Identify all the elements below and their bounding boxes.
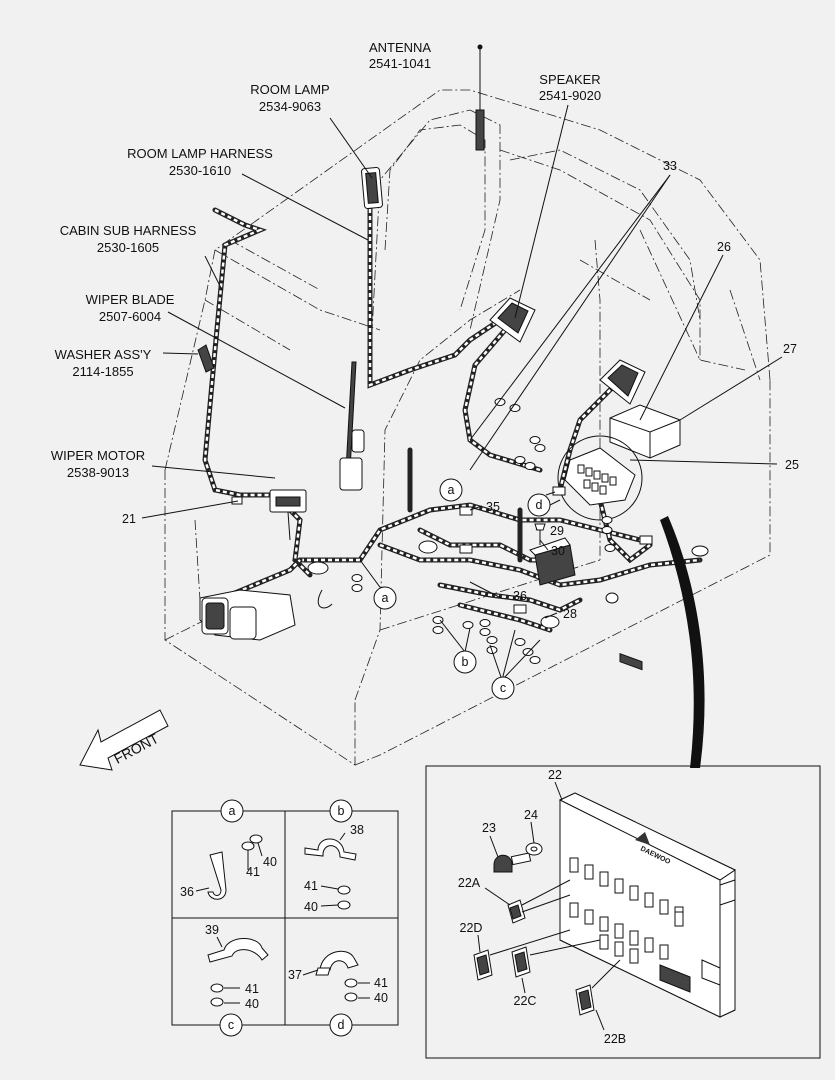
- leader-lines: [141, 72, 783, 681]
- detail-d-part-41: 41: [374, 976, 388, 990]
- room-lamp-harness-code: 2530-1610: [169, 163, 231, 178]
- callout-speaker: SPEAKER 2541-9020: [539, 72, 601, 103]
- part-number-28: 28: [563, 607, 577, 621]
- part-number-36: 36: [513, 589, 527, 603]
- front-arrow: FRONT: [79, 709, 169, 771]
- part-number-29: 29: [550, 524, 564, 538]
- screw-29: [534, 523, 546, 545]
- fuse-box-label-22D: 22D: [460, 921, 483, 935]
- wiper-blade-code: 2507-6004: [99, 309, 161, 324]
- fuse-slots: [569, 857, 691, 993]
- part-number-26: 26: [717, 240, 731, 254]
- fuse-box-label-24: 24: [524, 808, 538, 822]
- room-lamp-harness-name: ROOM LAMP HARNESS: [127, 146, 273, 161]
- detail-c-part-41: 41: [245, 982, 259, 996]
- detail-a-part-40: 40: [263, 855, 277, 869]
- fuse-22A: [507, 899, 526, 924]
- fuse-box-label-22C: 22C: [514, 994, 537, 1008]
- callout-room-lamp: ROOM LAMP 2534-9063: [250, 82, 329, 114]
- fuse-box-label-22A: 22A: [458, 876, 481, 890]
- detail-d-part-37: 37: [288, 968, 302, 982]
- callout-room-lamp-harness: ROOM LAMP HARNESS 2530-1610: [127, 146, 273, 178]
- detail-pointer-arrow: [660, 516, 705, 768]
- fuse-relay-block-cabin: [557, 435, 643, 521]
- detail-b-letter: b: [338, 804, 345, 818]
- fuse-box-label-22: 22: [548, 768, 562, 782]
- callout-wiper-blade: WIPER BLADE 2507-6004: [86, 292, 175, 324]
- marker-b: b: [462, 655, 469, 669]
- detail-b-part-40: 40: [304, 900, 318, 914]
- part-number-27: 27: [783, 342, 797, 356]
- callout-cabin-sub-harness: CABIN SUB HARNESS 2530-1605: [60, 223, 197, 255]
- detail-c-part-40: 40: [245, 997, 259, 1011]
- antenna-name: ANTENNA: [369, 40, 431, 55]
- floor-connectors: [231, 486, 653, 614]
- fuse-box-label-23: 23: [482, 821, 496, 835]
- speaker-name: SPEAKER: [539, 72, 600, 87]
- fuse-22B: [575, 984, 595, 1016]
- detail-d-part-40: 40: [374, 991, 388, 1005]
- relay-block-floor: [529, 537, 576, 586]
- part-number-25: 25: [785, 458, 799, 472]
- marker-a-upper: a: [448, 483, 455, 497]
- detail-a-part-36: 36: [180, 885, 194, 899]
- antenna-code: 2541-1041: [369, 56, 431, 71]
- wiper-motor-code: 2538-9013: [67, 465, 129, 480]
- washer-assy: [197, 344, 215, 373]
- detail-a: a 36 41 40: [180, 799, 277, 900]
- fuse-box-label-22B: 22B: [604, 1032, 626, 1046]
- detail-d-letter: d: [338, 1018, 345, 1032]
- washer-assy-code: 2114-1855: [72, 364, 133, 379]
- detail-c-part-39: 39: [205, 923, 219, 937]
- washer-24: [525, 842, 543, 856]
- speaker-code: 2541-9020: [539, 88, 601, 103]
- washer-assy-name: WASHER ASS'Y: [55, 347, 152, 362]
- wiper-motor: [269, 489, 307, 541]
- letter-markers: a d a b c: [373, 478, 551, 700]
- detail-a-part-41: 41: [246, 865, 260, 879]
- wiper-blade-name: WIPER BLADE: [86, 292, 175, 307]
- speaker-right: [599, 359, 646, 405]
- cabin-sub-harness-code: 2530-1605: [97, 240, 159, 255]
- marker-d: d: [536, 498, 543, 512]
- radio-unit: [609, 404, 681, 671]
- callout-washer-assy: WASHER ASS'Y 2114-1855: [55, 347, 152, 379]
- detail-c: c 39 41 40: [205, 923, 269, 1037]
- room-lamp: [361, 167, 383, 209]
- cabin-sub-harness-name: CABIN SUB HARNESS: [60, 223, 197, 238]
- screw-23: [493, 852, 532, 873]
- detail-a-letter: a: [229, 804, 236, 818]
- marker-c: c: [500, 681, 506, 695]
- fuse-22D: [473, 949, 493, 981]
- part-numbers: 33 26 27 25 21 35 29 30 36 28: [122, 159, 799, 621]
- callout-wiper-motor: WIPER MOTOR 2538-9013: [51, 448, 145, 480]
- fuse-22C: [511, 946, 531, 978]
- part-number-30: 30: [551, 544, 565, 558]
- room-lamp-name: ROOM LAMP: [250, 82, 329, 97]
- part-number-33: 33: [663, 159, 677, 173]
- wiper-motor-name: WIPER MOTOR: [51, 448, 145, 463]
- room-lamp-code: 2534-9063: [259, 99, 321, 114]
- part-number-21: 21: [122, 512, 136, 526]
- callout-antenna: ANTENNA 2541-1041: [369, 40, 431, 71]
- clamp-detail-panel: a 36 41 40 b 38 41 40: [171, 799, 399, 1037]
- detail-d: d 37 41 40: [288, 950, 388, 1037]
- detail-c-letter: c: [228, 1018, 234, 1032]
- detail-b: b 38 41 40: [304, 799, 364, 914]
- detail-b-part-38: 38: [350, 823, 364, 837]
- fuse-box-detail: DAEWOO: [425, 765, 821, 1059]
- marker-a-lower: a: [382, 591, 389, 605]
- detail-b-part-41: 41: [304, 879, 318, 893]
- wiper-blade: [339, 361, 365, 491]
- work-light: [199, 589, 296, 641]
- grommets: [307, 540, 709, 629]
- part-number-35: 35: [486, 500, 500, 514]
- speaker-left: [489, 297, 536, 343]
